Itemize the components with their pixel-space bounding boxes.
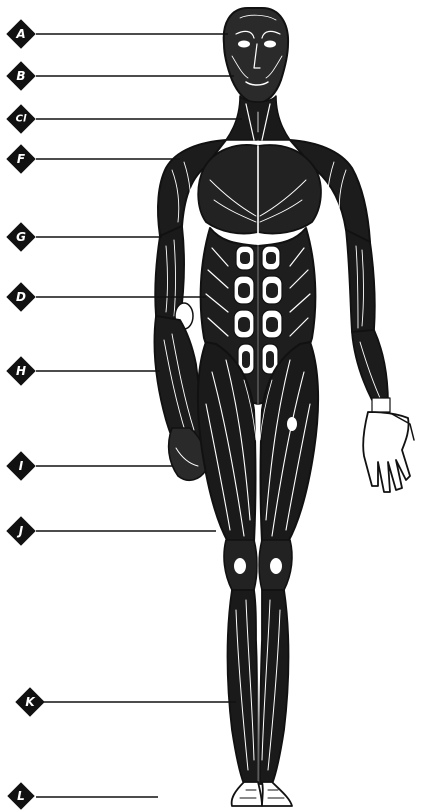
marker-cl: Cl <box>7 105 35 133</box>
marker-j: J <box>7 517 35 545</box>
marker-l: L <box>8 783 34 809</box>
marker-f: F <box>7 145 35 173</box>
marker-a: A <box>7 20 35 48</box>
marker-label: Cl <box>16 114 27 125</box>
marker-label: B <box>16 69 25 83</box>
neck-illustration <box>226 96 290 140</box>
head-illustration <box>224 8 288 104</box>
marker-h: H <box>7 357 35 385</box>
foot-illustration <box>232 782 292 806</box>
marker-i: I <box>7 452 35 480</box>
marker-label: A <box>15 27 25 41</box>
marker-label: F <box>17 152 26 166</box>
marker-b: B <box>7 62 35 90</box>
marker-label: J <box>17 524 24 538</box>
muscle-figure-illustration <box>154 8 414 806</box>
marker-label: I <box>19 459 24 473</box>
marker-label: H <box>16 364 26 378</box>
marker-label: D <box>16 290 26 304</box>
marker-label: L <box>17 789 25 803</box>
marker-g: G <box>7 223 35 251</box>
chest-illustration <box>198 145 321 236</box>
marker-d: D <box>7 283 35 311</box>
marker-label: G <box>16 230 26 244</box>
marker-k: K <box>16 688 44 716</box>
